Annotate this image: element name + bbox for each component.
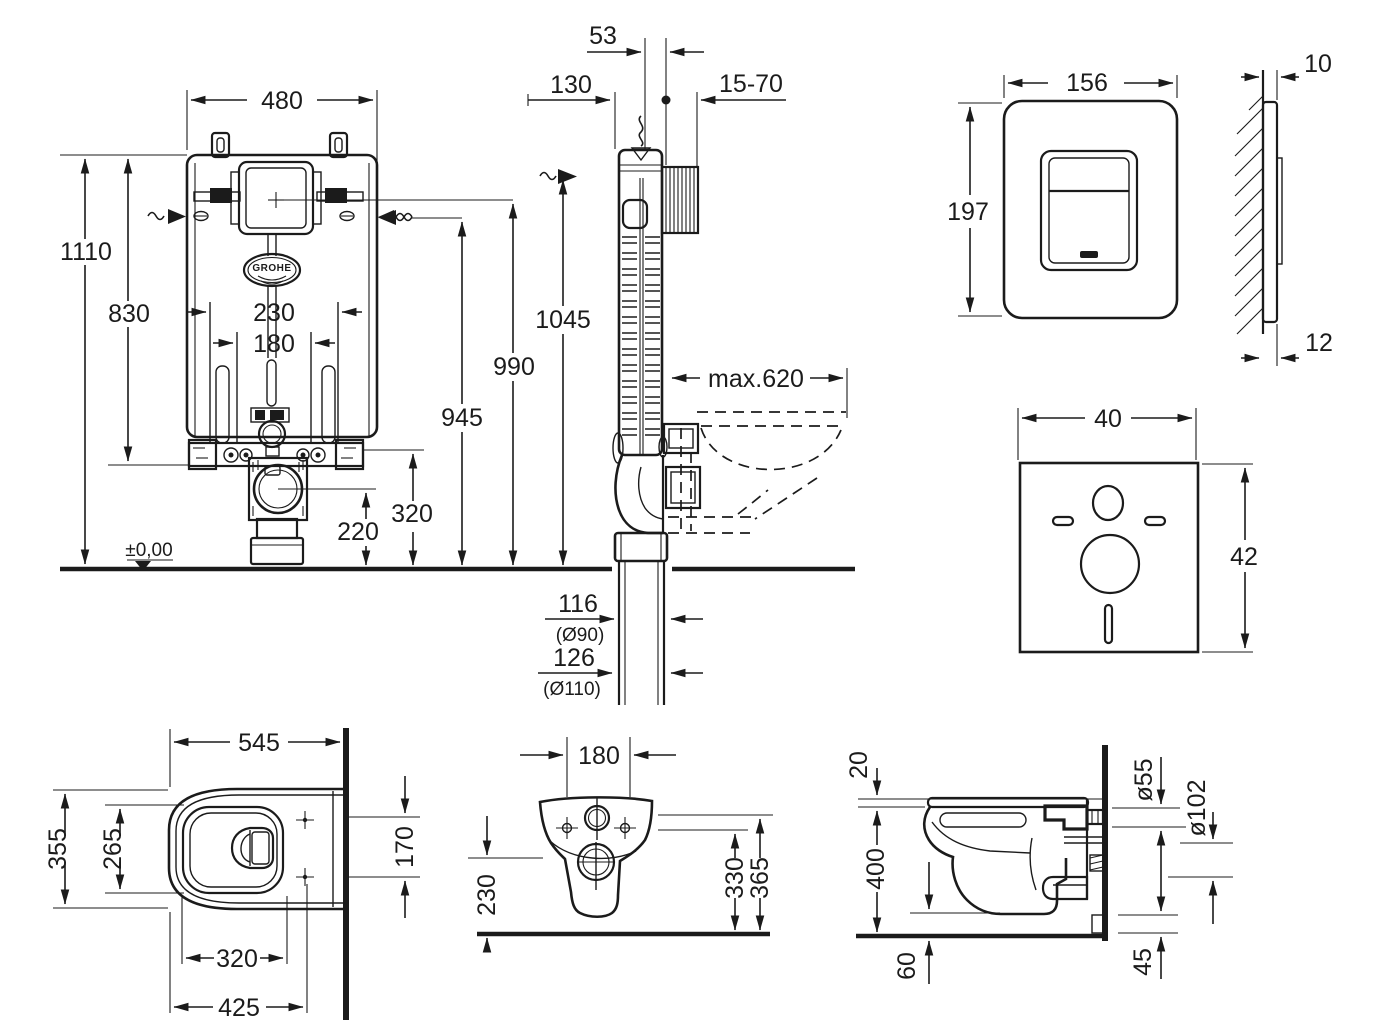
dim-bolt-length: 425: [218, 994, 260, 1022]
dim-rear-lower-height: 230: [473, 874, 501, 916]
dim-toilet-width: 355: [44, 828, 72, 870]
dim-depth: 130: [550, 71, 592, 99]
dim-side-offset: 45: [1129, 948, 1157, 976]
wall-hatching: [1234, 95, 1264, 335]
sound-pad-view: 40 42: [1017, 405, 1258, 654]
dim-max-depth: max.620: [708, 365, 804, 393]
frame-front-view: 480 1110 830: [57, 87, 513, 571]
water-supply-arrow-left: [147, 209, 186, 224]
plate-logo-mark: [1080, 251, 1098, 258]
toilet-top-view: 545 355 265 320: [44, 728, 420, 1022]
mounting-hole-marks: [296, 811, 314, 886]
dim-drain90: 116: [558, 590, 598, 618]
flush-plate-side-view: 10 12: [1234, 50, 1333, 366]
dim-inlet-dia: ø55: [1130, 758, 1158, 801]
dim-drain90-dia: (Ø90): [556, 625, 605, 646]
flush-button: [1039, 149, 1139, 272]
dim-drain110: 126: [553, 644, 595, 672]
dim-seat-width: 265: [99, 828, 127, 870]
dim-supply-height: 1045: [535, 306, 591, 334]
dim-side-height: 400: [862, 848, 890, 890]
dim-seat-length: 320: [216, 945, 258, 973]
dim-frame-height: 830: [108, 300, 150, 328]
dim-flange-height: 320: [391, 500, 433, 528]
dim-outlet-height: 220: [337, 518, 379, 546]
dim-bolt-spacing-rear: 180: [578, 742, 620, 770]
toilet-side-view: 20 400 60: [845, 745, 1233, 984]
dim-pad-width: 40: [1094, 405, 1122, 433]
dim-pipe-spacing: 230: [253, 299, 295, 327]
dim-pipe-offset: 53: [589, 22, 617, 50]
dim-drain110-dia: (Ø110): [543, 679, 601, 700]
dim-frame-width: 480: [261, 87, 303, 115]
grohe-logo: GROHE: [242, 233, 302, 304]
wall-stud: [660, 165, 700, 235]
dim-total-height: 1110: [60, 238, 112, 266]
dim-rod-spacing: 180: [253, 330, 295, 358]
dim-bolt-spacing-top: 170: [391, 826, 419, 868]
height-dims: 945 990 1045: [378, 169, 594, 566]
dim-plate-thickness: 12: [1305, 329, 1333, 357]
dim-plate-protrusion: 10: [1304, 50, 1332, 78]
drain-detail: [230, 826, 275, 870]
dim-seat-thickness: 20: [845, 751, 873, 779]
grohe-logo-text: GROHE: [252, 263, 291, 274]
dim-tank-height: 990: [493, 353, 535, 381]
ground-level-label: ±0,00: [125, 540, 172, 561]
toilet-rear-view: 180 230 330 365: [468, 737, 774, 953]
drain-dims: 116 (Ø90) 126 (Ø110): [538, 590, 703, 700]
flush-plate-front-view: 156 197: [947, 69, 1179, 320]
dim-plate-width: 156: [1066, 69, 1108, 97]
dim-outlet-dia: ø102: [1183, 780, 1211, 837]
dim-rear-top-height: 365: [746, 857, 774, 899]
dim-plate-height: 197: [947, 198, 989, 226]
dim-rear-rim-height: 330: [721, 857, 749, 899]
dim-panel-height: 945: [441, 404, 483, 432]
dashed-toilet-outline: [668, 411, 846, 534]
dim-stud-range: 15-70: [719, 70, 783, 98]
dim-bottom-gap: 60: [893, 952, 921, 980]
dim-toilet-length: 545: [238, 729, 280, 757]
dim-pad-height: 42: [1230, 543, 1258, 571]
pan-profile: [922, 796, 1105, 916]
frame-side-view: 53 130 15-70: [378, 22, 848, 705]
